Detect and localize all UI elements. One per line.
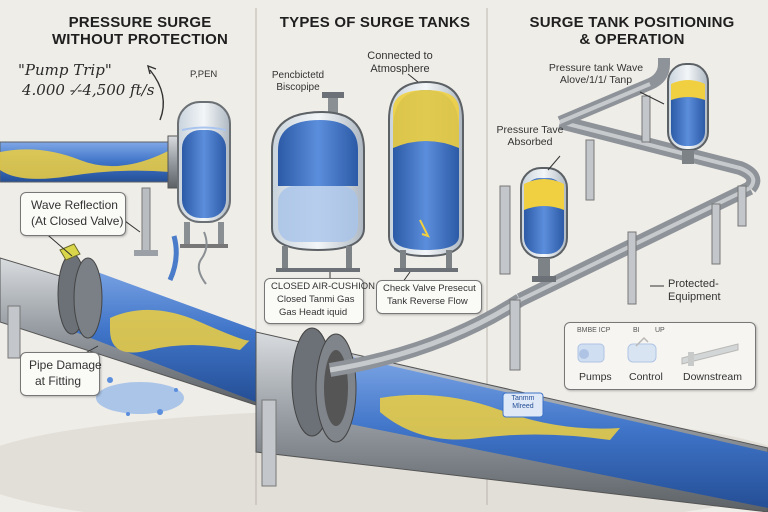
right-title-line1: SURGE TANK POSITIONING (529, 14, 735, 31)
wave-reflection-callout: Wave Reflection (At Closed Valve) (20, 192, 126, 236)
left-tank-line2: Biscopipe (276, 81, 320, 93)
legend-header-1: BMBE ICP (577, 327, 611, 334)
protected-line1: Protected- (668, 278, 719, 290)
absorbed-label: Pressure Tave Absorbed (494, 124, 566, 148)
wave-reflection-line1: Wave Reflection (31, 198, 118, 212)
pipe-network (509, 58, 761, 371)
connected-atmosphere-label: Connected to Atmosphere (362, 50, 438, 75)
protected-line2: Equipment (668, 290, 721, 303)
legend-header-3: UP (655, 327, 665, 334)
connected-line2: Atmosphere (370, 62, 430, 75)
pipe-damage-line2: at Fitting (35, 374, 82, 388)
wave-speed-label: 4.000 -⁄-4,500 ft/s (22, 81, 155, 99)
lower-pipe-left (0, 235, 257, 416)
pipe-tag-line1: Tanmm (511, 395, 535, 402)
air-cushion-line2: Closed Tanmi Gas (277, 294, 355, 305)
wave-reflection-line2: (At Closed Valve) (31, 214, 124, 228)
legend-pumps: Pumps (579, 371, 612, 383)
pressure-wave-label: Pressure tank Wave Alove/1/1/ Tanp (530, 62, 662, 86)
pressure-wave-line2: Alove/1/1/ Tanp (559, 74, 633, 87)
check-valve-line1: Check Valve Presecut (383, 283, 476, 294)
pump-trip-label: "Pump Trip" (18, 61, 112, 79)
check-valve-line2: Tank Reverse Flow (387, 296, 468, 307)
right-title-line2: & OPERATION (579, 31, 685, 49)
legend-box: BMBE ICP BI UP Pumps Control Downstream (564, 322, 756, 390)
air-cushion-line1: CLOSED AIR-CUSHION (271, 281, 375, 292)
upper-pipe (0, 135, 188, 189)
absorbed-line1: Pressure Tave (496, 124, 564, 136)
middle-panel-title: TYPES OF SURGE TANKS (279, 14, 471, 31)
top-right-tank (667, 63, 709, 164)
legend-control: Control (629, 371, 663, 383)
open-surge-tank (388, 80, 464, 272)
tank-tag: P,PEN (190, 69, 218, 80)
pipe-damage-line1: Pipe Damage (29, 358, 102, 372)
lower-right-tank (499, 167, 568, 282)
left-tank-label: Pencbictetd Biscopipe (258, 70, 338, 93)
left-tank-line1: Pencbictetd (271, 70, 325, 81)
left-title-line1: PRESSURE SURGE (68, 14, 212, 31)
left-panel-tank (177, 101, 231, 285)
air-cushion-callout: CLOSED AIR-CUSHION Closed Tanmi Gas Gas … (264, 278, 375, 324)
protected-equipment-label: Protected- Equipment (668, 278, 721, 303)
legend-header-2: BI (633, 327, 640, 334)
check-valve-callout: Check Valve Presecut Tank Reverse Flow (376, 280, 482, 314)
air-cushion-tank (271, 92, 365, 272)
connected-line1: Connected to (367, 50, 433, 62)
pipe-tag-line2: Mlreed (512, 403, 534, 411)
right-panel-title: SURGE TANK POSITIONING & OPERATION (500, 14, 764, 49)
legend-downstream: Downstream (683, 371, 742, 383)
pipe-damage-callout: Pipe Damage at Fitting (20, 352, 102, 396)
left-panel-title: PRESSURE SURGE WITHOUT PROTECTION (40, 14, 240, 49)
pressure-wave-line1: Pressure tank Wave (548, 62, 644, 74)
air-cushion-line3: Gas Headt iquid (279, 307, 348, 318)
pipe-tag: Tanmm Mlreed (505, 395, 541, 411)
left-title-line2: WITHOUT PROTECTION (51, 31, 229, 49)
absorbed-line2: Absorbed (507, 136, 553, 149)
